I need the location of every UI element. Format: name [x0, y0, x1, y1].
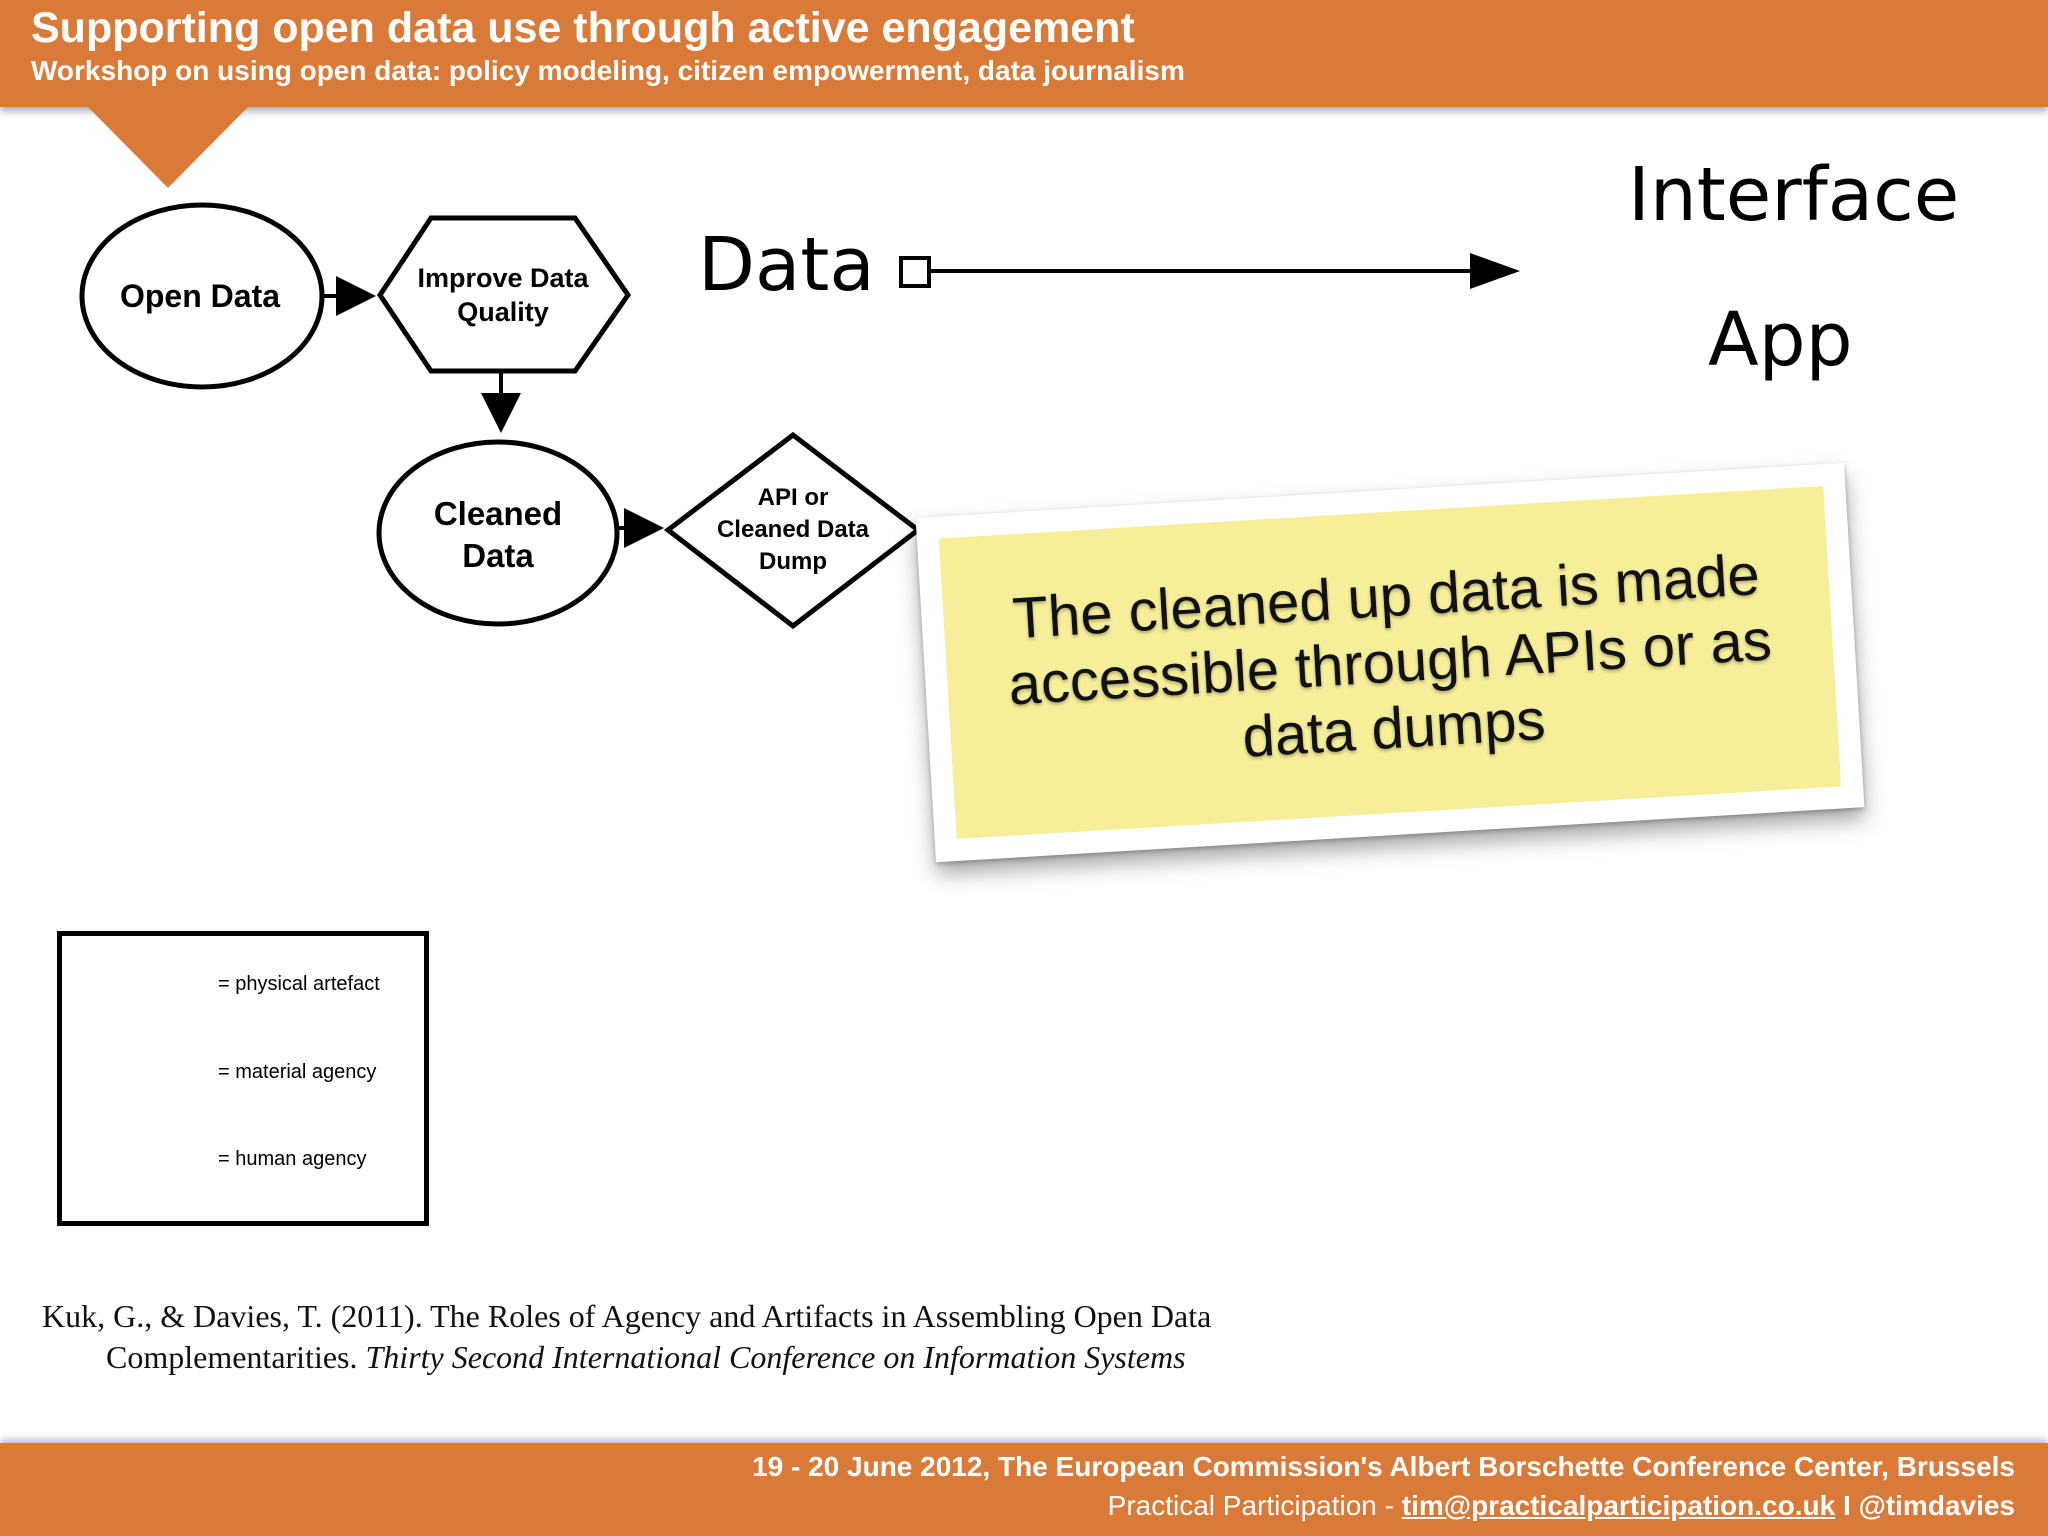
- footer-contact: Practical Participation - tim@practicalp…: [1108, 1490, 2015, 1522]
- footer-email-link[interactable]: tim@practicalparticipation.co.uk: [1401, 1490, 1836, 1521]
- sticky-note-paper: The cleaned up data is made accessible t…: [938, 485, 1842, 840]
- slide-subtitle: Workshop on using open data: policy mode…: [31, 55, 1185, 86]
- legend-physical-label: = physical artefact: [218, 973, 380, 995]
- data-interface-arrowhead: [1470, 253, 1520, 289]
- header-pointer: [88, 107, 248, 188]
- slide-title: Supporting open data use through active …: [31, 4, 1135, 52]
- improve-quality-node: [376, 215, 632, 374]
- footer-twitter-handle[interactable]: @timdavies: [1858, 1490, 2015, 1521]
- improve-quality-label-2: Quality: [457, 297, 549, 327]
- citation-text: Kuk, G., & Davies, T. (2011). The Roles …: [42, 1298, 1212, 1375]
- sticky-note: The cleaned up data is made accessible t…: [915, 462, 1865, 863]
- cleaned-data-label-2: Data: [462, 537, 534, 574]
- citation: Kuk, G., & Davies, T. (2011). The Roles …: [42, 1296, 1336, 1378]
- api-dump-label-3: Dump: [759, 548, 827, 575]
- legend-human-label: = human agency: [218, 1148, 367, 1170]
- connector-square: [899, 256, 931, 288]
- app-label: App: [1708, 297, 1853, 383]
- improve-quality-label-1: Improve Data: [417, 263, 589, 293]
- cleaned-data-node: [376, 439, 620, 627]
- interface-label: Interface: [1628, 152, 1960, 238]
- sticky-note-text: The cleaned up data is made accessible t…: [1006, 541, 1774, 770]
- footer-bar: [0, 1443, 2048, 1536]
- footer-event: 19 - 20 June 2012, The European Commissi…: [752, 1451, 2015, 1482]
- api-dump-label-2: Cleaned Data: [717, 516, 870, 543]
- data-label: Data: [698, 222, 875, 308]
- legend-material-label: = material agency: [218, 1061, 377, 1083]
- footer-separator: I: [1835, 1490, 1859, 1521]
- open-data-node: [79, 202, 325, 390]
- open-data-label: Open Data: [120, 278, 280, 314]
- cleaned-data-label-1: Cleaned: [434, 495, 562, 532]
- footer-org: Practical Participation -: [1107, 1490, 1402, 1521]
- legend-box: [57, 931, 429, 1226]
- header-bar: [0, 0, 2048, 107]
- citation-venue: Thirty Second International Conference o…: [365, 1339, 1186, 1375]
- api-dump-label-1: API or: [758, 484, 829, 511]
